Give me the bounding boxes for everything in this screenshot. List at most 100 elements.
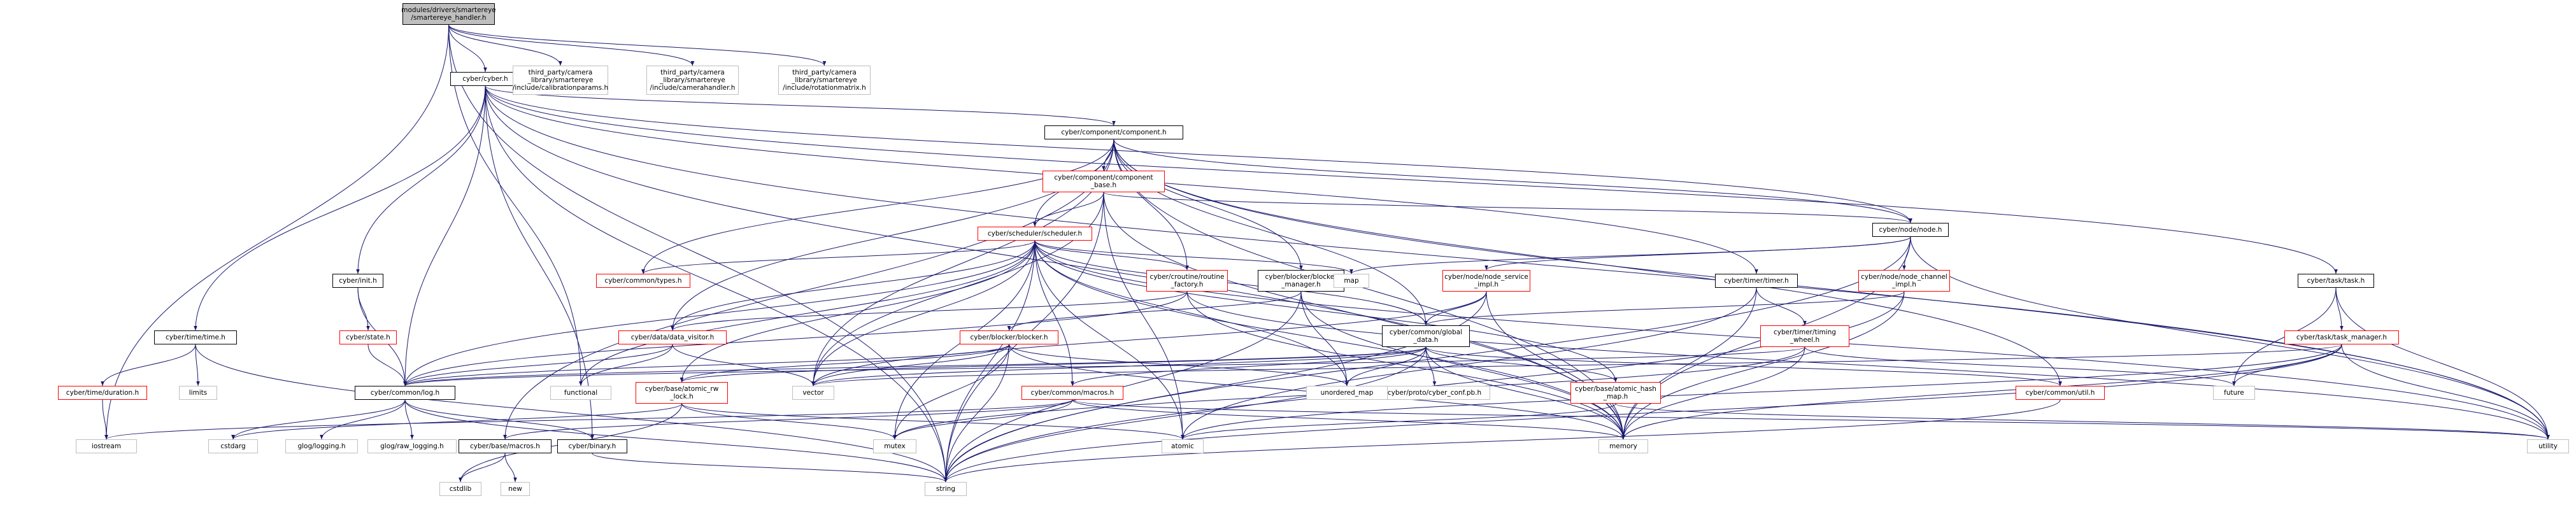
edge-timeh-to-limits (195, 344, 200, 386)
node-blocker[interactable]: cyber/blocker/blocker.h (960, 330, 1058, 344)
node-label: third_party/camera _library/smartereye /… (650, 69, 736, 92)
node-future[interactable]: future (2213, 386, 2255, 400)
node-datavisitor[interactable]: cyber/data/data_visitor.h (618, 330, 727, 344)
node-vector[interactable]: vector (792, 386, 834, 400)
edge-timeh-to-string (195, 344, 948, 483)
node-nodechannel[interactable]: cyber/node/node_channel _impl.h (1858, 270, 1950, 292)
node-logh[interactable]: cyber/common/log.h (355, 386, 455, 400)
node-glograw[interactable]: glog/raw_logging.h (367, 439, 457, 453)
node-binary[interactable]: cyber/binary.h (557, 439, 627, 453)
edge-blocker-to-unordered-map (1009, 344, 1349, 386)
node-duration[interactable]: cyber/time/duration.h (58, 386, 147, 400)
edge-handler-to-rotation (448, 24, 827, 66)
node-label: third_party/camera _library/smartereye /… (783, 69, 866, 92)
node-memory[interactable]: memory (1598, 439, 1648, 453)
edge-cyber-to-tasktask (485, 85, 2338, 274)
node-timer[interactable]: cyber/timer/timer.h (1715, 274, 1798, 288)
node-new[interactable]: new (501, 482, 530, 496)
edge-logh-to-glograw (404, 399, 414, 440)
node-label: cyber/state.h (346, 334, 390, 341)
node-label: cyber/task/task_manager.h (2296, 334, 2387, 341)
node-label: atomic (1171, 443, 1194, 450)
edge-component-to-utility (1113, 139, 2550, 440)
edge-nodeh-to-string (944, 236, 1911, 483)
edge-handler-to-cyber (448, 24, 487, 73)
node-label: cyber/time/duration.h (66, 389, 139, 397)
edge-atomicrw-to-mutex (681, 403, 897, 440)
node-commonutil[interactable]: cyber/common/util.h (2016, 386, 2105, 400)
node-label: unordered_map (1320, 389, 1374, 397)
edge-basemacros-to-new (504, 453, 517, 483)
node-compbase[interactable]: cyber/component/component _base.h (1042, 171, 1165, 192)
node-stateh[interactable]: cyber/state.h (339, 330, 397, 344)
node-label: mutex (884, 443, 906, 450)
node-label: memory (1609, 443, 1637, 450)
node-label: cyber/common/macros.h (1030, 389, 1114, 397)
node-nodeh[interactable]: cyber/node/node.h (1872, 223, 1949, 237)
edge-atomichash-to-utility (1615, 403, 2550, 440)
node-label: cyber/time/time.h (166, 334, 225, 341)
edge-routine-to-datavisitor (671, 291, 1188, 331)
node-cstdlib[interactable]: cstdlib (439, 482, 481, 496)
edge-blocker-to-mutex (893, 344, 1009, 440)
node-cyberconf[interactable]: cyber/proto/cyber_conf.pb.h (1379, 386, 1490, 400)
edge-commonutil-to-string (944, 399, 2061, 483)
node-label: third_party/camera _library/smartereye /… (512, 69, 609, 92)
edge-blockermgr-to-string (944, 291, 1302, 483)
node-glog[interactable]: glog/logging.h (285, 439, 358, 453)
node-commonmacros[interactable]: cyber/common/macros.h (1021, 386, 1123, 400)
node-mutex[interactable]: mutex (873, 439, 916, 453)
node-calib[interactable]: third_party/camera _library/smartereye /… (513, 66, 608, 95)
node-rotation[interactable]: third_party/camera _library/smartereye /… (778, 66, 871, 95)
edge-blocker-to-string (944, 344, 1009, 483)
node-timingwheel[interactable]: cyber/timer/timing _wheel.h (1760, 325, 1849, 347)
node-map[interactable]: map (1334, 274, 1369, 288)
node-tasktask[interactable]: cyber/task/task.h (2298, 274, 2374, 288)
node-atomichash[interactable]: cyber/base/atomic_hash _map.h (1570, 382, 1661, 404)
node-taskmgr[interactable]: cyber/task/task_manager.h (2284, 330, 2399, 344)
node-scheduler[interactable]: cyber/scheduler/scheduler.h (978, 227, 1092, 241)
edge-logh-to-string (404, 399, 948, 483)
node-label: cyber/base/macros.h (470, 443, 540, 450)
node-label: cyber/cyber.h (462, 75, 508, 83)
edge-basemacros-to-cstdlib (459, 453, 506, 483)
node-label: cyber/blocker/blocker _manager.h (1265, 273, 1337, 288)
node-functional[interactable]: functional (550, 386, 611, 400)
node-utility[interactable]: utility (2527, 439, 2569, 453)
node-atomic[interactable]: atomic (1162, 439, 1204, 453)
edge-scheduler-to-commonmacros (1034, 240, 1074, 386)
edge-datavisitor-to-logh (403, 344, 673, 386)
node-inith[interactable]: cyber/init.h (332, 274, 383, 288)
node-timeh[interactable]: cyber/time/time.h (154, 330, 237, 344)
node-cyber[interactable]: cyber/cyber.h (450, 72, 520, 86)
node-blockermgr[interactable]: cyber/blocker/blocker _manager.h (1258, 270, 1344, 292)
node-label: cyber/node/node_channel _impl.h (1861, 273, 1947, 288)
node-atomicrw[interactable]: cyber/base/atomic_rw _lock.h (636, 382, 728, 404)
node-types[interactable]: cyber/common/types.h (596, 274, 690, 288)
node-iostream[interactable]: iostream (76, 439, 137, 453)
edge-atomicrw-to-cstdarg (231, 403, 682, 440)
node-string[interactable]: string (925, 482, 967, 496)
edge-cyber-to-timeh (194, 85, 486, 331)
node-camhandler[interactable]: third_party/camera _library/smartereye /… (646, 66, 739, 95)
node-cstdarg[interactable]: cstdarg (208, 439, 258, 453)
edge-timingwheel-to-future (1804, 346, 2236, 386)
node-label: cyber/common/log.h (370, 389, 440, 397)
node-globaldata[interactable]: cyber/common/global _data.h (1382, 325, 1470, 347)
node-label: cyber/component/component.h (1061, 129, 1167, 136)
node-label: cyber/task/task.h (2307, 277, 2365, 285)
edge-blockermgr-to-unordered-map (1300, 291, 1349, 386)
node-limits[interactable]: limits (179, 386, 217, 400)
edge-nodechannel-to-globaldata (1424, 291, 1905, 326)
edge-nodechannel-to-memory (1621, 291, 1905, 440)
node-basemacros[interactable]: cyber/base/macros.h (459, 439, 551, 453)
node-component[interactable]: cyber/component/component.h (1044, 125, 1183, 139)
node-label: glog/raw_logging.h (380, 443, 444, 450)
edge-blockermgr-to-blocker (1007, 291, 1302, 331)
node-handler[interactable]: modules/drivers/smartereye /smartereye_h… (401, 3, 496, 25)
node-routine[interactable]: cyber/croutine/routine _factory.h (1146, 270, 1228, 292)
node-unordered-map[interactable]: unordered_map (1306, 386, 1388, 400)
edge-commonmacros-to-basemacros (503, 399, 1073, 440)
edge-taskmgr-to-string (944, 344, 2342, 483)
node-nodeservice[interactable]: cyber/node/node_service _impl.h (1442, 270, 1530, 292)
